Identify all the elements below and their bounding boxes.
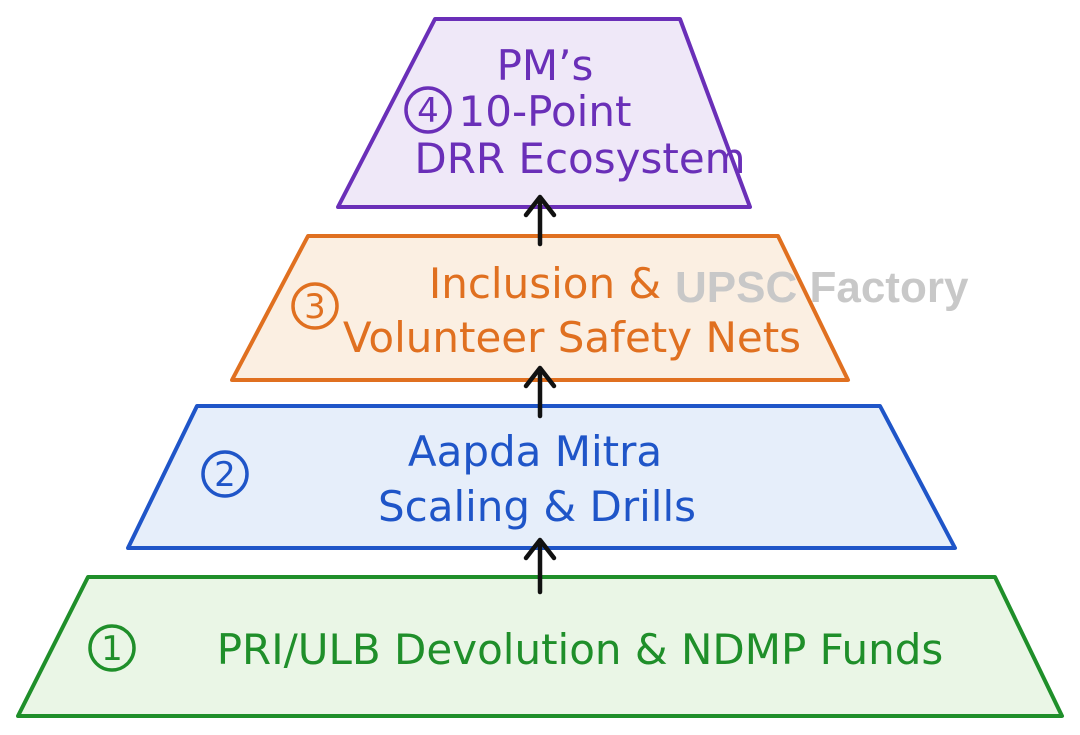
tier-4-shape bbox=[336, 17, 752, 209]
tier-1-number-circle bbox=[88, 624, 136, 672]
tier-4: 4 PM’s 10-Point DRR Ecosystem bbox=[336, 17, 752, 209]
tier-4-number-circle bbox=[404, 86, 452, 134]
tier-2-number: 2 bbox=[214, 455, 236, 495]
tier-3-number-circle bbox=[291, 282, 339, 330]
tier-1-shape bbox=[16, 575, 1064, 718]
tier-2-label-line-2: Scaling & Drills bbox=[378, 482, 696, 531]
tier-2-shape bbox=[126, 404, 957, 550]
tier-2: 2 Aapda Mitra Scaling & Drills bbox=[126, 404, 957, 550]
tier-2-number-circle bbox=[201, 450, 249, 498]
tier-3-label-line-1: Inclusion & bbox=[429, 259, 661, 308]
tier-4-label-line-3: DRR Ecosystem bbox=[414, 134, 745, 183]
up-arrow bbox=[523, 537, 557, 595]
tier-4-label-line-2: 10-Point bbox=[459, 87, 632, 136]
tier-1: 1 PRI/ULB Devolution & NDMP Funds bbox=[16, 575, 1064, 718]
tier-4-label-line-1: PM’s bbox=[497, 41, 594, 90]
up-arrow bbox=[523, 194, 557, 247]
tier-4-number: 4 bbox=[417, 91, 439, 131]
tier-2-label-line-1: Aapda Mitra bbox=[408, 427, 662, 476]
tier-3-number: 3 bbox=[304, 287, 326, 327]
tier-1-number: 1 bbox=[101, 629, 123, 669]
watermark-text: UPSC Factory bbox=[675, 263, 969, 312]
tier-3: 3 Inclusion & Volunteer Safety Nets bbox=[230, 234, 850, 382]
up-arrow bbox=[523, 365, 557, 419]
tier-1-label: PRI/ULB Devolution & NDMP Funds bbox=[217, 625, 944, 674]
tier-3-shape bbox=[230, 234, 850, 382]
tier-3-label-line-2: Volunteer Safety Nets bbox=[343, 313, 801, 362]
